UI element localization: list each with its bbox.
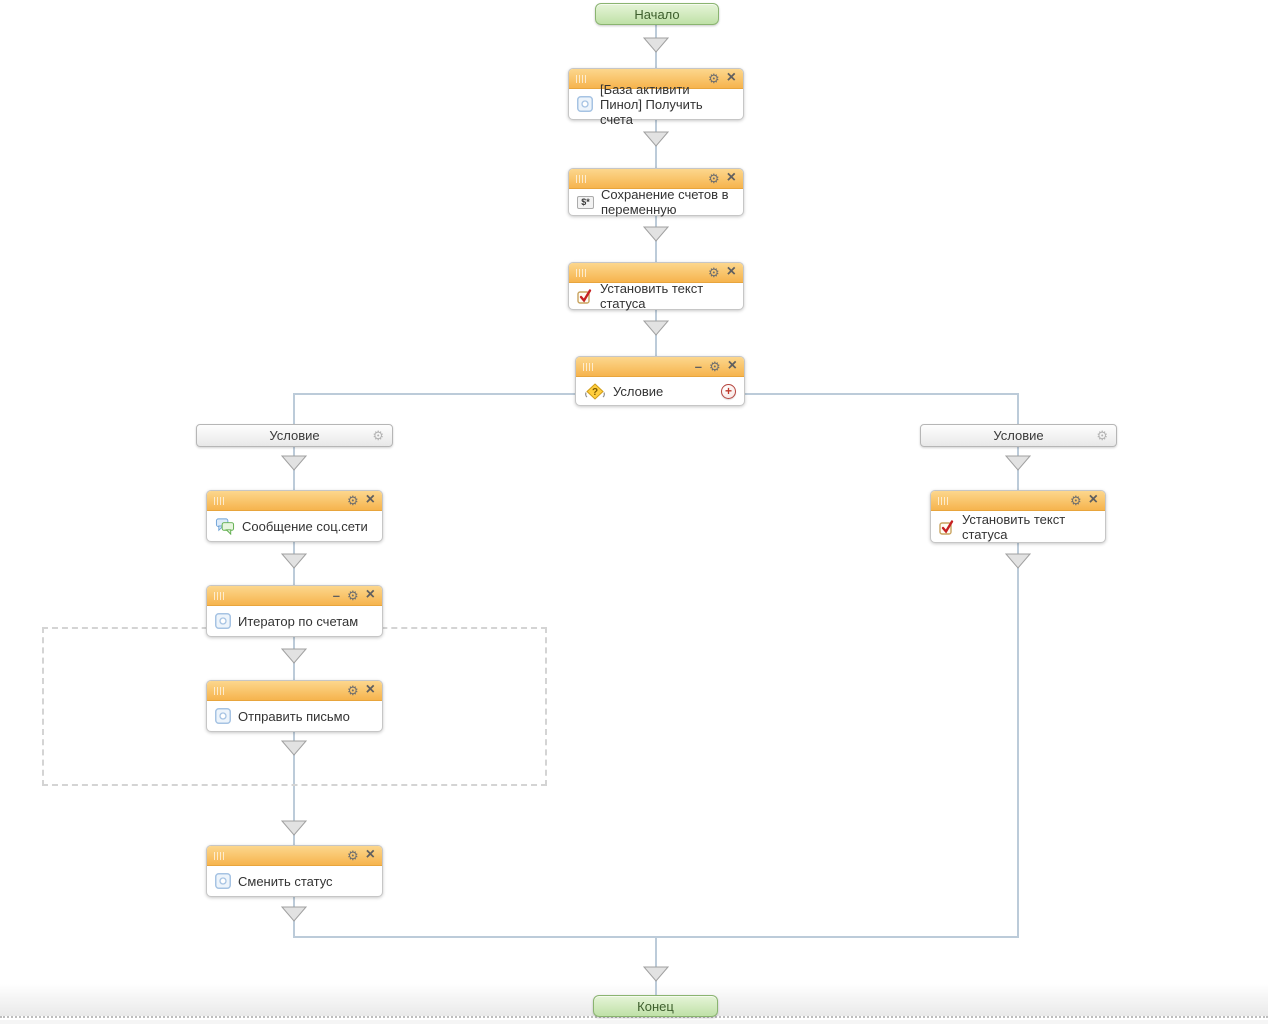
- flow-arrow-icon: [642, 226, 670, 242]
- connector-line: [655, 936, 657, 995]
- flow-arrow-icon: [280, 820, 308, 836]
- flow-arrow-icon: [642, 966, 670, 982]
- block-title: [База активити Пинол] Получить счета: [600, 81, 703, 127]
- block-header: – ⚙ ×: [576, 357, 744, 377]
- close-icon[interactable]: ×: [727, 357, 737, 374]
- flow-arrow-icon: [280, 455, 308, 471]
- flow-arrow-icon: [1004, 553, 1032, 569]
- block-header: ⚙ ×: [931, 491, 1105, 511]
- condition-branch-left[interactable]: Условие ⚙: [196, 424, 393, 447]
- flow-arrow-icon: [642, 37, 670, 53]
- settings-icon[interactable]: ⚙: [708, 171, 720, 186]
- block-title: Отправить письмо: [238, 708, 350, 724]
- checkbox-icon: [939, 519, 955, 535]
- activity-icon: [215, 613, 231, 629]
- drag-handle-icon[interactable]: [214, 686, 224, 695]
- settings-icon[interactable]: ⚙: [347, 683, 359, 698]
- activity-block-change-status[interactable]: ⚙ × Сменить статус: [206, 845, 383, 897]
- drag-handle-icon[interactable]: [576, 268, 586, 277]
- flow-arrow-icon: [280, 648, 308, 664]
- connector-line: [293, 393, 295, 424]
- close-icon[interactable]: ×: [365, 681, 375, 698]
- settings-icon[interactable]: ⚙: [1070, 493, 1082, 508]
- flow-arrow-icon: [280, 553, 308, 569]
- end-node[interactable]: Конец: [593, 995, 718, 1017]
- block-title: Итератор по счетам: [238, 613, 359, 629]
- flow-arrow-icon: [280, 906, 308, 922]
- flow-arrow-icon: [1004, 455, 1032, 471]
- block-header: – ⚙ ×: [207, 586, 382, 606]
- checkbox-icon: [577, 288, 593, 304]
- activity-block-save-to-variable[interactable]: ⚙ × $* Сохранение счетов в переменную: [568, 168, 744, 217]
- drag-handle-icon[interactable]: [214, 496, 224, 505]
- variable-icon: $*: [577, 195, 594, 209]
- settings-icon[interactable]: ⚙: [708, 71, 720, 86]
- drag-handle-icon[interactable]: [214, 591, 224, 600]
- start-node[interactable]: Начало: [595, 3, 719, 25]
- activity-block-set-status-text[interactable]: ⚙ × Установить текст статуса: [568, 262, 744, 311]
- block-title: Установить текст статуса: [962, 511, 1066, 542]
- drag-handle-icon[interactable]: [214, 851, 224, 860]
- close-icon[interactable]: ×: [365, 491, 375, 508]
- branch-label-text: Условие: [993, 428, 1044, 443]
- block-header: ⚙ ×: [207, 846, 382, 866]
- connector-line: [1017, 393, 1019, 424]
- close-icon[interactable]: ×: [726, 169, 736, 186]
- block-title: Условие: [613, 383, 664, 399]
- block-header: ⚙ ×: [569, 169, 743, 189]
- svg-text:?: ?: [592, 387, 598, 398]
- settings-icon[interactable]: ⚙: [1096, 427, 1108, 443]
- connector-line: [293, 732, 295, 845]
- flow-arrow-icon: [642, 131, 670, 147]
- drag-handle-icon[interactable]: [576, 74, 586, 83]
- canvas-bottom-margin: [0, 1020, 1268, 1024]
- block-header: ⚙ ×: [207, 491, 382, 511]
- drag-handle-icon[interactable]: [576, 174, 586, 183]
- branch-label-text: Условие: [269, 428, 320, 443]
- settings-icon[interactable]: ⚙: [347, 848, 359, 863]
- block-header: ⚙ ×: [569, 263, 743, 283]
- settings-icon[interactable]: ⚙: [347, 493, 359, 508]
- activity-icon: [215, 708, 231, 724]
- close-icon[interactable]: ×: [365, 586, 375, 603]
- block-title: Установить текст статуса: [600, 281, 704, 311]
- block-header: ⚙ ×: [207, 681, 382, 701]
- block-title: Сообщение соц.сети: [242, 518, 368, 534]
- activity-block-send-email[interactable]: ⚙ × Отправить письмо: [206, 680, 383, 732]
- drag-handle-icon[interactable]: [583, 362, 593, 371]
- activity-icon: [215, 873, 231, 889]
- activity-block-set-status-text-right[interactable]: ⚙ × Установить текст статуса: [930, 490, 1106, 543]
- settings-icon[interactable]: ⚙: [708, 265, 720, 280]
- settings-icon[interactable]: ⚙: [372, 427, 384, 443]
- activity-block-get-accounts[interactable]: ⚙ × [База активити Пинол] Получить счета: [568, 68, 744, 127]
- activity-icon: [577, 96, 593, 112]
- minimize-icon[interactable]: –: [694, 359, 702, 374]
- minimize-icon[interactable]: –: [332, 588, 340, 603]
- block-title: Сохранение счетов в переменную: [601, 187, 729, 217]
- close-icon[interactable]: ×: [726, 69, 736, 86]
- flow-arrow-icon: [642, 320, 670, 336]
- block-header: ⚙ ×: [569, 69, 743, 89]
- connector-line: [1017, 543, 1019, 937]
- settings-icon[interactable]: ⚙: [709, 359, 721, 374]
- flow-arrow-icon: [280, 740, 308, 756]
- condition-block[interactable]: – ⚙ × ? Условие +: [575, 356, 745, 406]
- close-icon[interactable]: ×: [365, 846, 375, 863]
- drag-handle-icon[interactable]: [938, 496, 948, 505]
- iterator-block[interactable]: – ⚙ × Итератор по счетам: [206, 585, 383, 637]
- close-icon[interactable]: ×: [1088, 491, 1098, 508]
- condition-diamond-icon: ?: [584, 382, 606, 400]
- condition-branch-right[interactable]: Условие ⚙: [920, 424, 1117, 447]
- close-icon[interactable]: ×: [726, 263, 736, 280]
- chat-bubbles-icon: [215, 517, 235, 535]
- block-title: Сменить статус: [238, 873, 333, 889]
- activity-block-social-message[interactable]: ⚙ × Сообщение соц.сети: [206, 490, 383, 542]
- add-branch-icon[interactable]: +: [721, 383, 736, 399]
- settings-icon[interactable]: ⚙: [347, 588, 359, 603]
